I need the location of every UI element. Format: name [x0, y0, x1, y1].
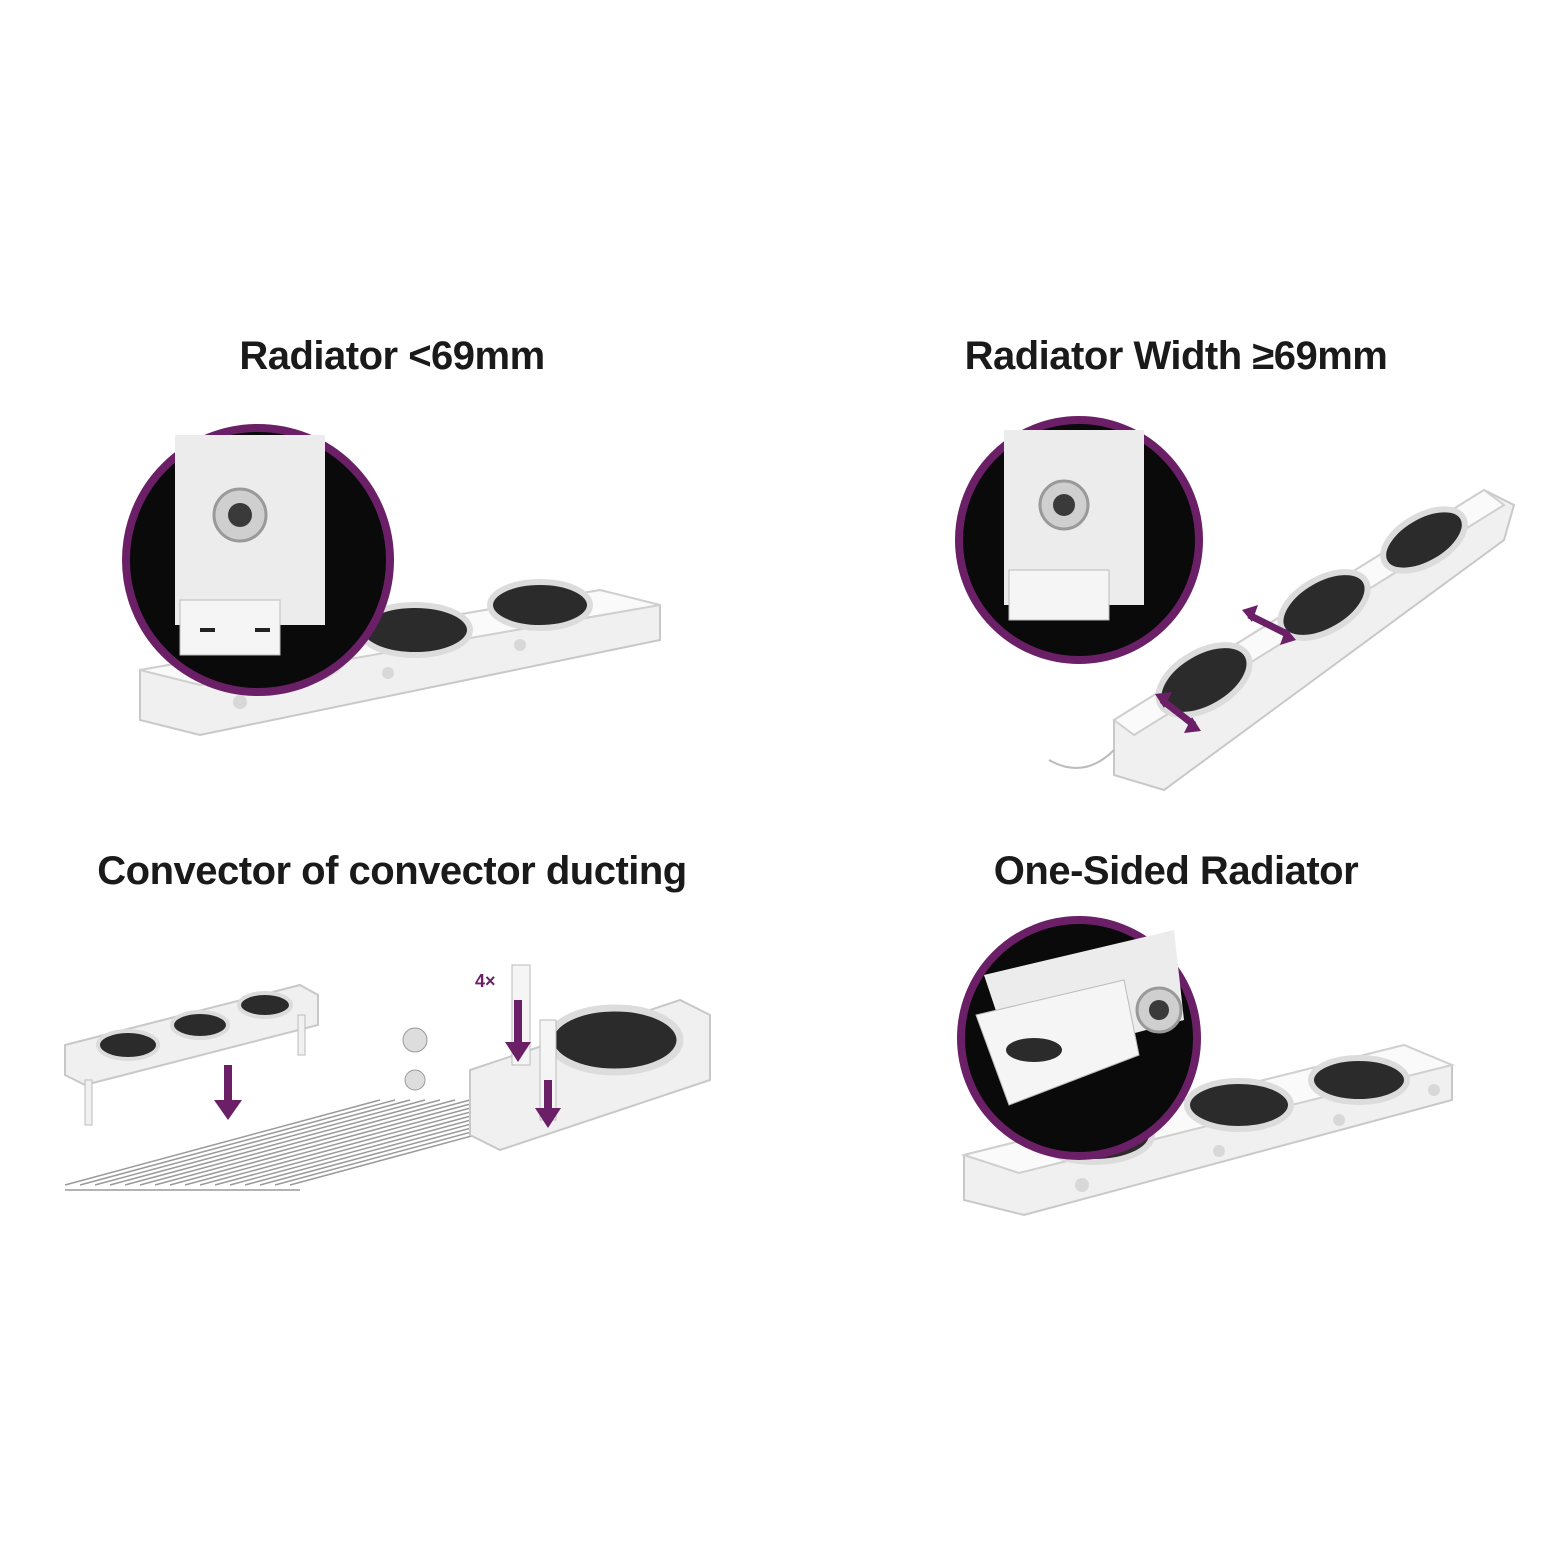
zoom-circle — [122, 424, 394, 696]
fan-1-icon — [96, 1029, 160, 1061]
convector-illustration: 4× — [64, 964, 711, 1191]
panel-title: One-Sided Radiator — [993, 849, 1359, 893]
panel-radiator-narrow: Radiator <69mm — [0, 320, 784, 840]
fan-3-icon — [1308, 1055, 1410, 1105]
fan-detail-icon — [546, 1004, 684, 1076]
fan-1-icon — [1155, 642, 1253, 718]
fan-3-icon — [237, 991, 293, 1019]
radiator-narrow-illustration — [122, 424, 661, 737]
fan-strip — [64, 983, 319, 1126]
panel-title: Radiator Width ≥69mm — [964, 334, 1388, 378]
down-arrow-icon — [505, 1000, 561, 1128]
zoom-circle — [957, 916, 1201, 1160]
zoom-circle — [955, 416, 1203, 664]
one-sided-illustration — [957, 916, 1456, 1217]
fan-2-icon — [170, 1010, 230, 1040]
down-arrow-icon — [214, 1065, 242, 1120]
panel-convector: Convector of convector ducting — [0, 835, 784, 1355]
step-count-label: 4× — [475, 971, 496, 991]
panel-one-sided: One-Sided Radiator — [784, 835, 1568, 1355]
fan-2-icon — [1184, 1078, 1294, 1132]
fan-3-icon — [1380, 506, 1468, 574]
adjust-arrows — [1155, 605, 1296, 733]
bracket-detail — [469, 964, 711, 1152]
panel-title: Radiator <69mm — [239, 334, 545, 378]
panel-radiator-wide: Radiator Width ≥69mm — [784, 320, 1568, 840]
fan-3-icon — [487, 579, 593, 631]
rotate-hint-icon — [1048, 749, 1115, 769]
panel-title: Convector of convector ducting — [97, 849, 687, 893]
radiator-wide-illustration — [955, 416, 1516, 792]
